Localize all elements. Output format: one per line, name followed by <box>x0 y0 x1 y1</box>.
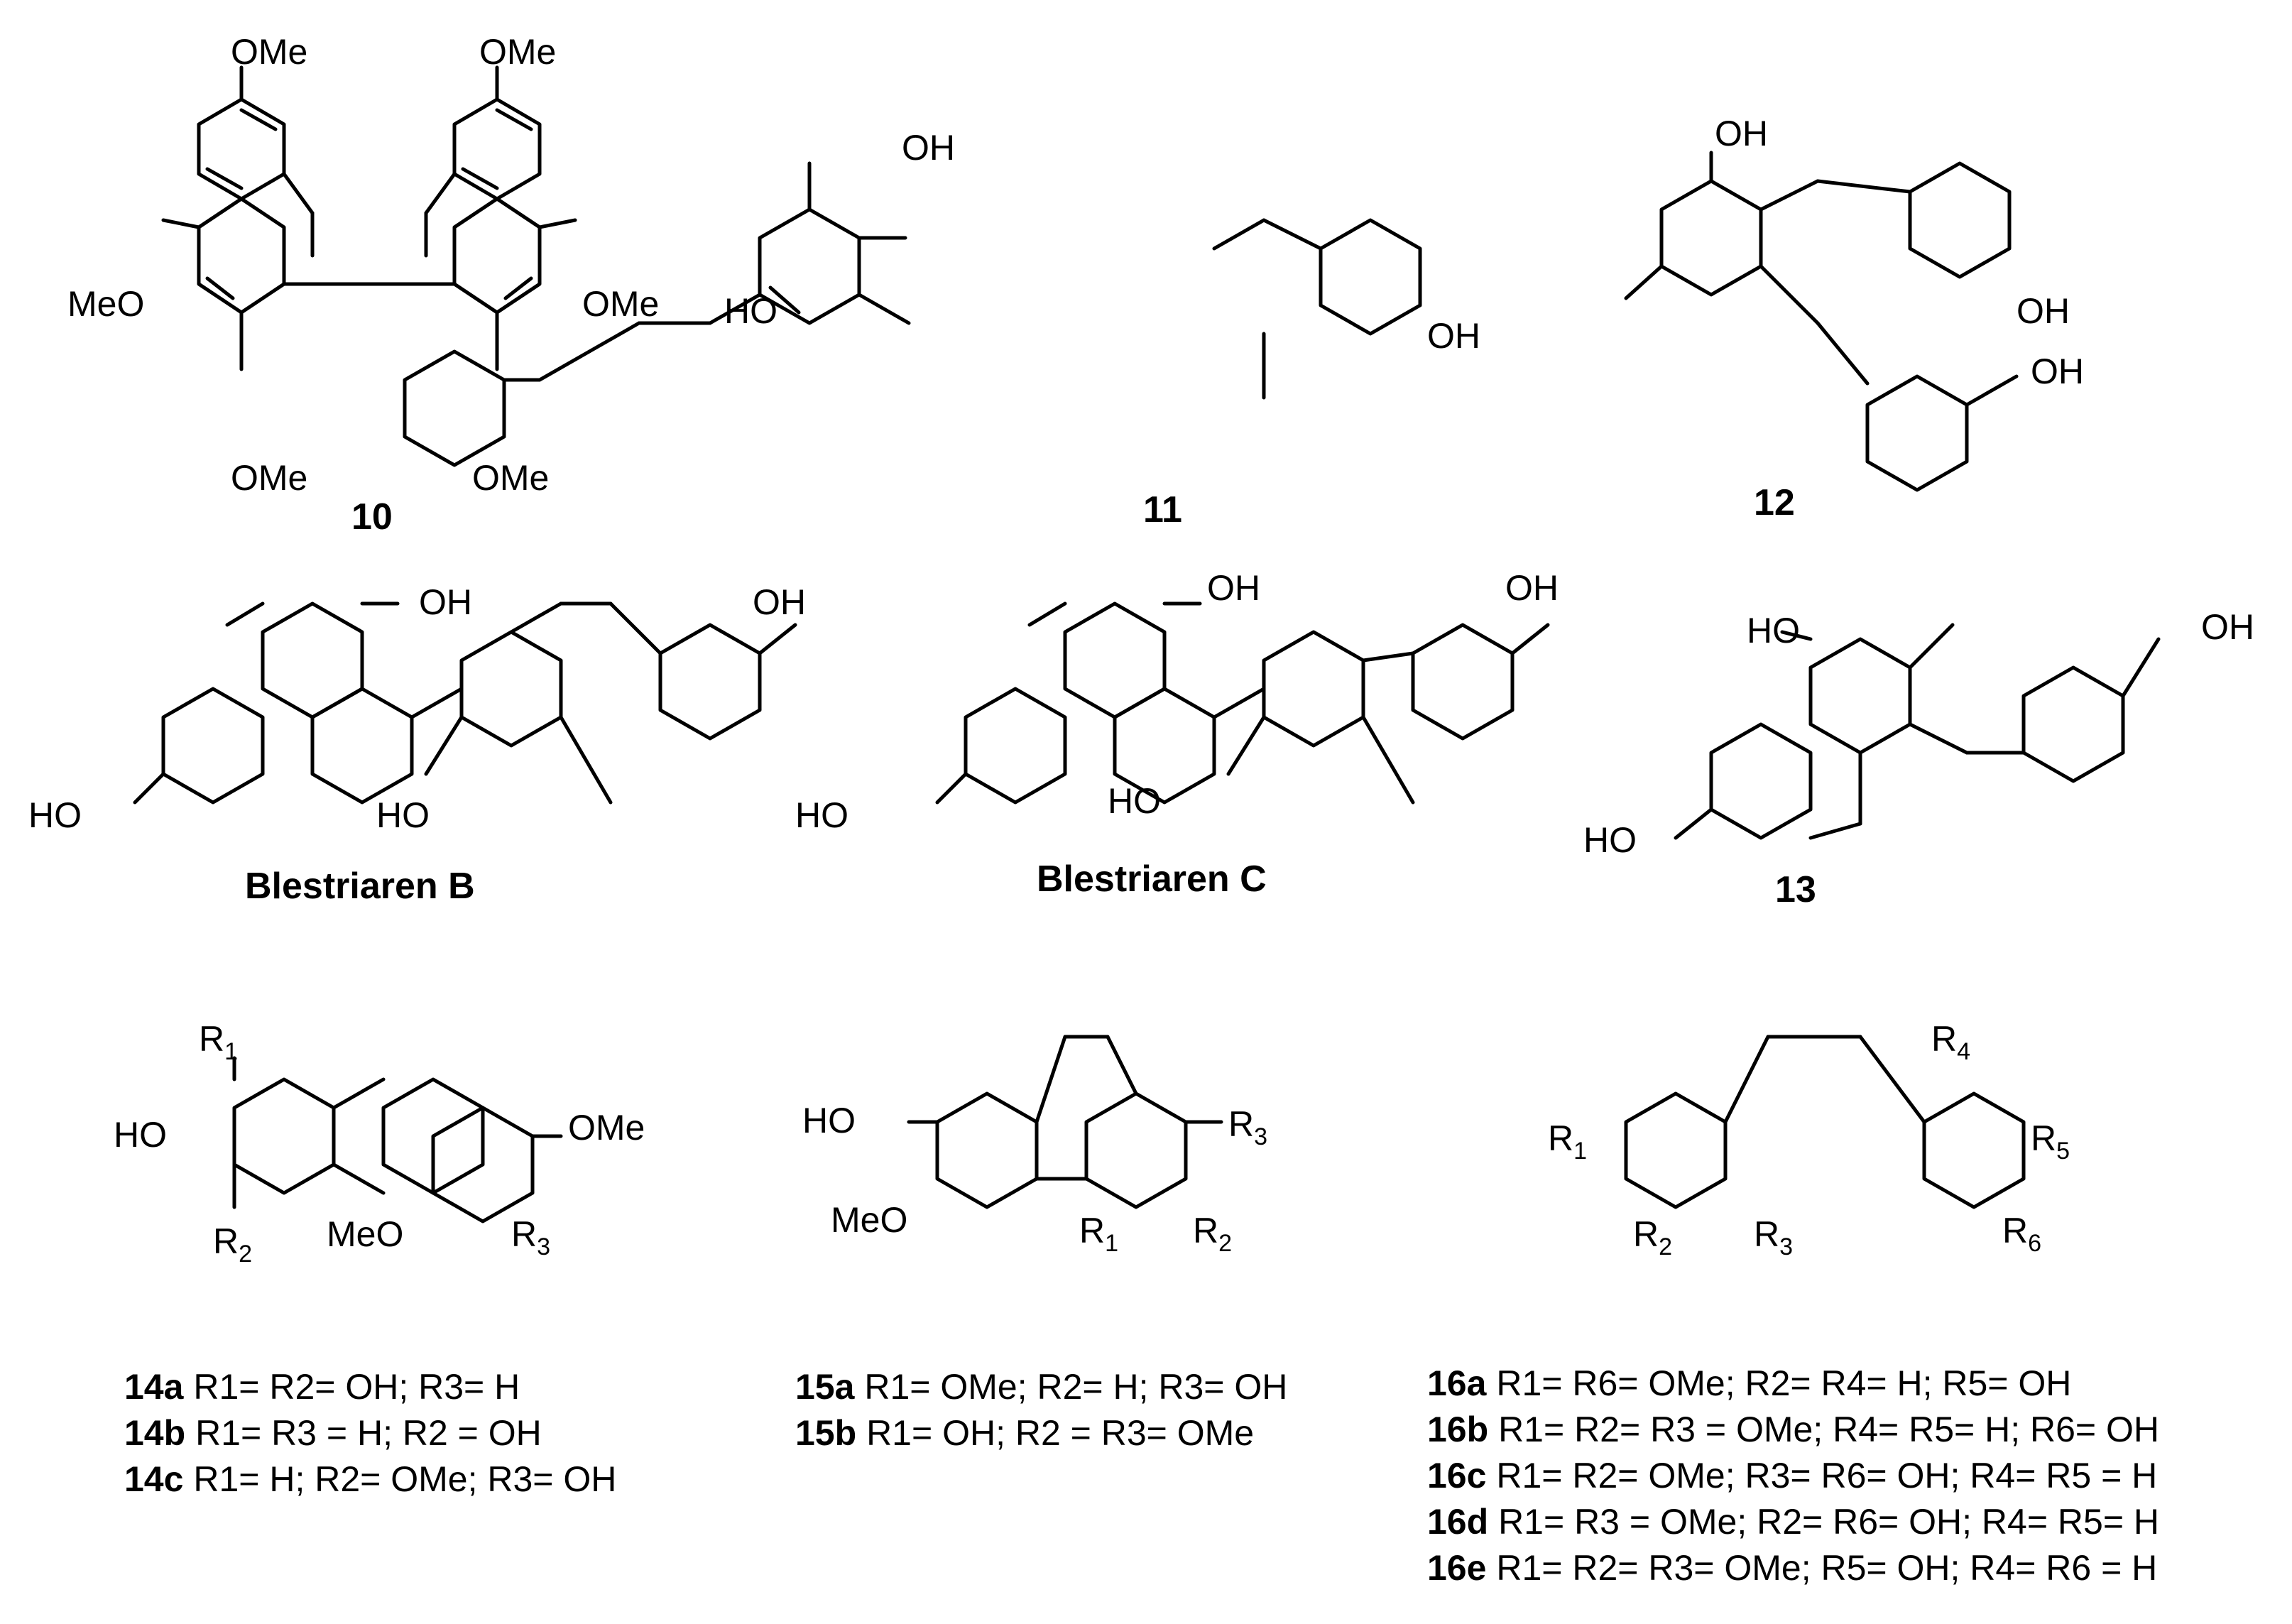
r-label: R3 <box>511 1214 550 1260</box>
compound-label-blestriaren-b: Blestriaren B <box>245 866 475 907</box>
legend-row-14b: 14b R1= R3 = H; R2 = OH <box>124 1413 542 1453</box>
legend-row-14c: 14c R1= H; R2= OMe; R3= OH <box>124 1459 616 1499</box>
structure-12: OH OH OH 12 <box>1624 114 2084 523</box>
group-label: OMe <box>231 32 307 72</box>
group-label: HO <box>376 795 430 835</box>
structure-core-14-bonds <box>232 1056 563 1224</box>
structure-11-bonds <box>403 161 1422 467</box>
r-label: R1 <box>1079 1211 1118 1257</box>
compound-label-13: 13 <box>1775 869 1816 910</box>
legend-row-16a: 16a R1= R6= OMe; R2= R4= H; R5= OH <box>1427 1363 2071 1403</box>
group-label: OH <box>419 582 472 622</box>
structure-core-14: R1 HO R2 OMe MeO R3 <box>114 1019 645 1268</box>
r-label: R3 <box>1754 1214 1793 1260</box>
group-label: OH <box>1427 316 1480 356</box>
legend-16: 16a R1= R6= OMe; R2= R4= H; R5= OH 16b R… <box>1427 1363 2159 1588</box>
r-label: R2 <box>1633 1214 1672 1260</box>
compound-label-11: 11 <box>1143 489 1182 530</box>
legend-row-16e: 16e R1= R2= R3= OMe; R5= OH; R4= R6 = H <box>1427 1548 2157 1588</box>
r-label: R4 <box>1931 1019 1970 1065</box>
structure-blestriaren-b: OH OH HO HO Blestriaren B <box>28 582 806 907</box>
legend-14: 14a R1= R2= OH; R3= H 14b R1= R3 = H; R2… <box>124 1367 616 1499</box>
structure-12-bonds <box>1624 151 2019 492</box>
group-label: OH <box>902 128 955 168</box>
structure-core-15: HO MeO R3 R1 R2 <box>802 1035 1267 1257</box>
group-label: OH <box>2031 351 2084 391</box>
group-label: OMe <box>231 458 307 498</box>
group-label: HO <box>1583 820 1637 860</box>
group-label: OH <box>1207 568 1260 608</box>
legend-row-16d: 16d R1= R3 = OMe; R2= R6= OH; R4= R5= H <box>1427 1502 2159 1542</box>
group-label: HO <box>28 795 82 835</box>
r-label: R1 <box>199 1019 238 1065</box>
legend-row-15a: 15a R1= OMe; R2= H; R3= OH <box>795 1367 1287 1407</box>
compound-label-12: 12 <box>1754 482 1795 523</box>
group-label: HO <box>114 1115 167 1155</box>
compound-label-blestriaren-c: Blestriaren C <box>1037 859 1267 900</box>
group-label: HO <box>795 795 848 835</box>
group-label: MeO <box>67 284 144 324</box>
structure-blestriaren-b-bonds <box>133 601 797 805</box>
r-label: R6 <box>2002 1211 2041 1257</box>
r-label: R5 <box>2031 1118 2070 1165</box>
group-label: OH <box>2201 607 2254 647</box>
group-label: HO <box>802 1101 856 1140</box>
group-label: OMe <box>479 32 556 72</box>
legend-row-16b: 16b R1= R2= R3 = OMe; R4= R5= H; R6= OH <box>1427 1410 2159 1449</box>
group-label: OH <box>2017 291 2070 331</box>
group-label: HO <box>724 291 777 331</box>
structure-10: OMe OMe MeO OMe OMe OMe 10 <box>67 32 659 538</box>
structure-11: OH HO OH 11 <box>403 128 1480 530</box>
structure-core-16-bonds <box>1624 1035 2026 1209</box>
structure-13: HO OH HO 13 <box>1583 607 2254 910</box>
r-label: R2 <box>213 1221 252 1268</box>
legend-15: 15a R1= OMe; R2= H; R3= OH 15b R1= OH; R… <box>795 1367 1287 1453</box>
group-label: MeO <box>327 1214 403 1254</box>
legend-row-14a: 14a R1= R2= OH; R3= H <box>124 1367 520 1407</box>
r-label: R1 <box>1548 1118 1587 1165</box>
group-label: OMe <box>582 284 659 324</box>
group-label: OH <box>753 582 806 622</box>
structure-blestriaren-c-bonds <box>935 601 1550 805</box>
structure-blestriaren-c: OH OH HO HO Blestriaren C <box>795 568 1559 900</box>
structure-core-16: R4 R1 R5 R2 R3 R6 <box>1548 1019 2070 1260</box>
group-label: MeO <box>831 1200 907 1240</box>
structure-core-15-bonds <box>907 1035 1223 1209</box>
legend-row-16c: 16c R1= R2= OMe; R3= R6= OH; R4= R5 = H <box>1427 1456 2157 1495</box>
group-label: OMe <box>568 1108 645 1148</box>
group-label: OH <box>1715 114 1768 153</box>
compound-label-10: 10 <box>351 496 393 538</box>
group-label: HO <box>1108 781 1161 821</box>
structure-13-bonds <box>1674 623 2161 840</box>
r-label: R3 <box>1228 1104 1267 1150</box>
group-label: OH <box>1505 568 1559 608</box>
legend-row-15b: 15b R1= OH; R2 = R3= OMe <box>795 1413 1254 1453</box>
structure-10-bonds <box>161 65 577 371</box>
r-label: R2 <box>1193 1211 1232 1257</box>
group-label: OMe <box>472 458 549 498</box>
group-label: HO <box>1747 611 1800 650</box>
